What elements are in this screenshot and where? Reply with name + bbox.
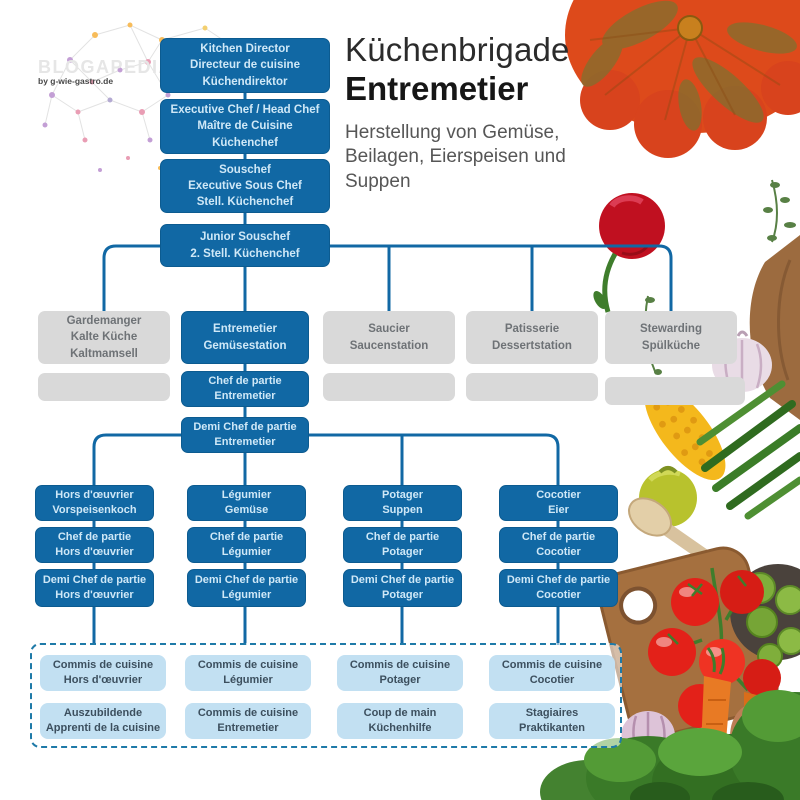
box-chef-cocotier: Chef de partie Cocotier xyxy=(499,527,618,563)
box-souschef: Souschef Executive Sous Chef Stell. Küch… xyxy=(160,159,330,213)
carrots-illustration xyxy=(699,647,794,800)
wood-board-illustration xyxy=(749,235,800,420)
sprouts-bowl-illustration xyxy=(730,564,800,669)
placeholder-box xyxy=(38,373,170,401)
box-cocotier: Cocotier Eier xyxy=(499,485,618,521)
placeholder-box xyxy=(605,377,745,405)
wooden-spoon-illustration xyxy=(628,497,800,629)
cutting-board-illustration xyxy=(598,546,779,739)
box-demi-cocotier: Demi Chef de partie Cocotier xyxy=(499,569,618,607)
red-pepper-illustration xyxy=(593,193,665,313)
box-station-gardemanger: Gardemanger Kalte Küche Kaltmamsell xyxy=(38,311,170,364)
box-kitchen-director: Kitchen Director Directeur de cuisine Kü… xyxy=(160,38,330,93)
box-demi-potager: Demi Chef de partie Potager xyxy=(343,569,462,607)
box-executive-chef: Executive Chef / Head Chef Maître de Cui… xyxy=(160,99,330,154)
box-commis-hors-doeuvrier: Commis de cuisine Hors d'œuvrier xyxy=(40,655,166,691)
pumpkin-illustration xyxy=(565,0,800,158)
placeholder-box xyxy=(323,373,455,401)
box-demi-chef-entremetier: Demi Chef de partie Entremetier xyxy=(181,417,309,453)
page-title: Küchenbrigade xyxy=(345,31,570,68)
box-stagiaires: Stagiaires Praktikanten xyxy=(489,703,615,739)
box-station-patisserie: Patisserie Dessertstation xyxy=(466,311,598,364)
box-commis-entremetier: Commis de cuisine Entremetier xyxy=(185,703,311,739)
logo-tagline: by g-wie-gastro.de xyxy=(38,76,114,86)
box-chef-entremetier: Chef de partie Entremetier xyxy=(181,371,309,407)
box-potager: Potager Suppen xyxy=(343,485,462,521)
box-commis-cocotier: Commis de cuisine Cocotier xyxy=(489,655,615,691)
box-chef-potager: Chef de partie Potager xyxy=(343,527,462,563)
box-chef-legumier: Chef de partie Légumier xyxy=(187,527,306,563)
box-station-entremetier: Entremetier Gemüsestation xyxy=(181,311,309,364)
logo-brand-text: BLOGAPEDIA xyxy=(38,57,174,77)
box-commis-legumier: Commis de cuisine Légumier xyxy=(185,655,311,691)
garlic-bottom-illustration xyxy=(621,711,675,761)
page-title-role: Entremetier xyxy=(345,70,529,107)
box-coup-de-main: Coup de main Küchenhilfe xyxy=(337,703,463,739)
page-subtitle: Herstellung von Gemüse, Beilagen, Eiersp… xyxy=(345,122,566,192)
box-station-saucier: Saucier Saucenstation xyxy=(323,311,455,364)
box-junior-souschef: Junior Souschef 2. Stell. Küchenchef xyxy=(160,224,330,267)
box-chef-hors-doeuvrier: Chef de partie Hors d'œuvrier xyxy=(35,527,154,563)
box-auszubildende: Auszubildende Apprenti de la cuisine xyxy=(40,703,166,739)
box-hors-doeuvrier: Hors d'œuvrier Vorspeisenkoch xyxy=(35,485,154,521)
title-block: Küchenbrigade Entremetier Herstellung vo… xyxy=(345,31,585,194)
box-commis-potager: Commis de cuisine Potager xyxy=(337,655,463,691)
box-demi-legumier: Demi Chef de partie Légumier xyxy=(187,569,306,607)
green-tomato-illustration xyxy=(639,466,697,527)
tomatoes-illustration xyxy=(648,567,781,728)
box-legumier: Légumier Gemüse xyxy=(187,485,306,521)
box-station-stewarding: Stewarding Spülküche xyxy=(605,311,737,364)
placeholder-box xyxy=(466,373,598,401)
box-demi-hors-doeuvrier: Demi Chef de partie Hors d'œuvrier xyxy=(35,569,154,607)
